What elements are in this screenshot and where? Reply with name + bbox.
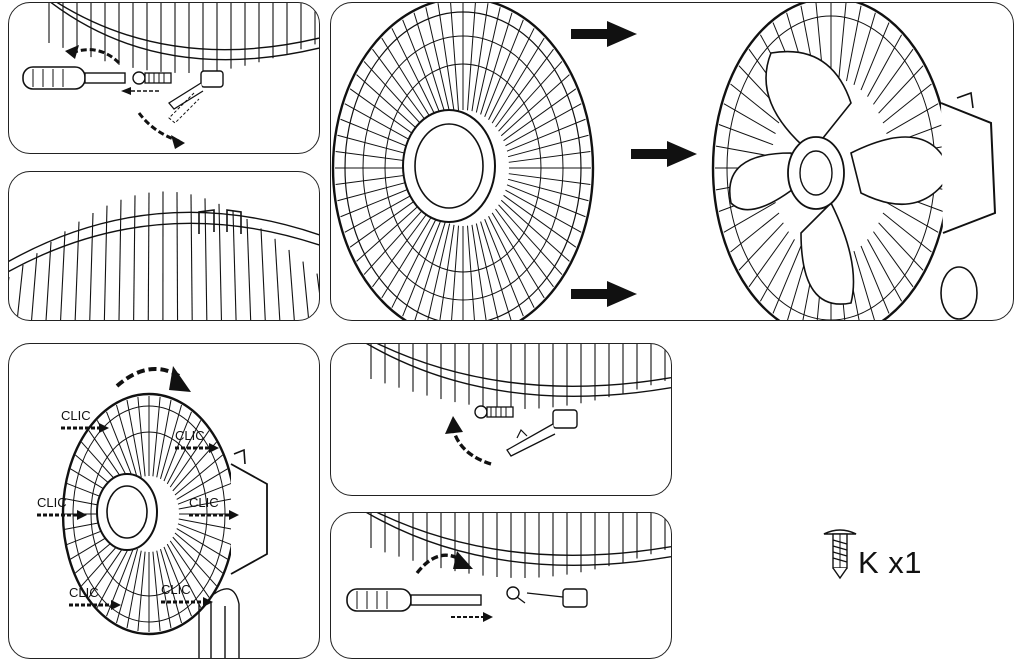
panel-clip-bracket-drawing [366,344,671,466]
rotate-arrow-icon [415,551,493,622]
grille-bars [9,191,319,320]
screw-icon [823,529,857,580]
rotate-arrow-icon [65,45,185,149]
front-grille [331,3,595,320]
clic-arrows [37,423,239,610]
clic-label: CLIC [37,495,67,510]
clic-label: CLIC [61,408,91,423]
screw-icon [506,586,526,604]
hook-icon [198,209,242,234]
panel-clip-bracket [330,343,672,496]
rotate-arrow-icon [115,366,191,392]
arrow-right-icon [571,21,697,307]
fan-blade [729,50,952,305]
panel-remove-screw-drawing [22,3,319,149]
clic-label: CLIC [69,585,99,600]
panel-clip-grille-drawing: CLIC CLIC CLIC CLIC CLIC CLIC [37,366,268,658]
panel-front-grille-removed [330,2,1014,321]
fan-assembly [711,3,997,320]
screw-icon [132,71,172,85]
clip-bracket-icon [506,409,578,457]
panel-fasten-screw-drawing [346,513,671,622]
panel-grille-hooks [8,171,320,321]
panel-fasten-screw [330,512,672,659]
clip-bracket-icon [526,588,588,608]
screwdriver-icon [22,66,126,90]
grille-rim [9,211,319,263]
clip-bracket-icon [168,70,224,124]
clic-label: CLIC [175,428,205,443]
screw-quantity-label: K x1 [858,545,923,580]
rotate-arrow-icon [445,416,492,466]
screw-icon [474,405,514,419]
fan-front-assembled [61,392,268,658]
panel-front-grille-drawing [331,3,997,320]
grille-arc-top [48,3,319,73]
clic-label: CLIC [161,582,191,597]
panel-clip-grille: CLIC CLIC CLIC CLIC CLIC CLIC [8,343,320,659]
panel-remove-screw [8,2,320,154]
screwdriver-icon [346,588,482,612]
clic-label: CLIC [189,495,219,510]
panel-grille-hooks-drawing [9,191,319,320]
